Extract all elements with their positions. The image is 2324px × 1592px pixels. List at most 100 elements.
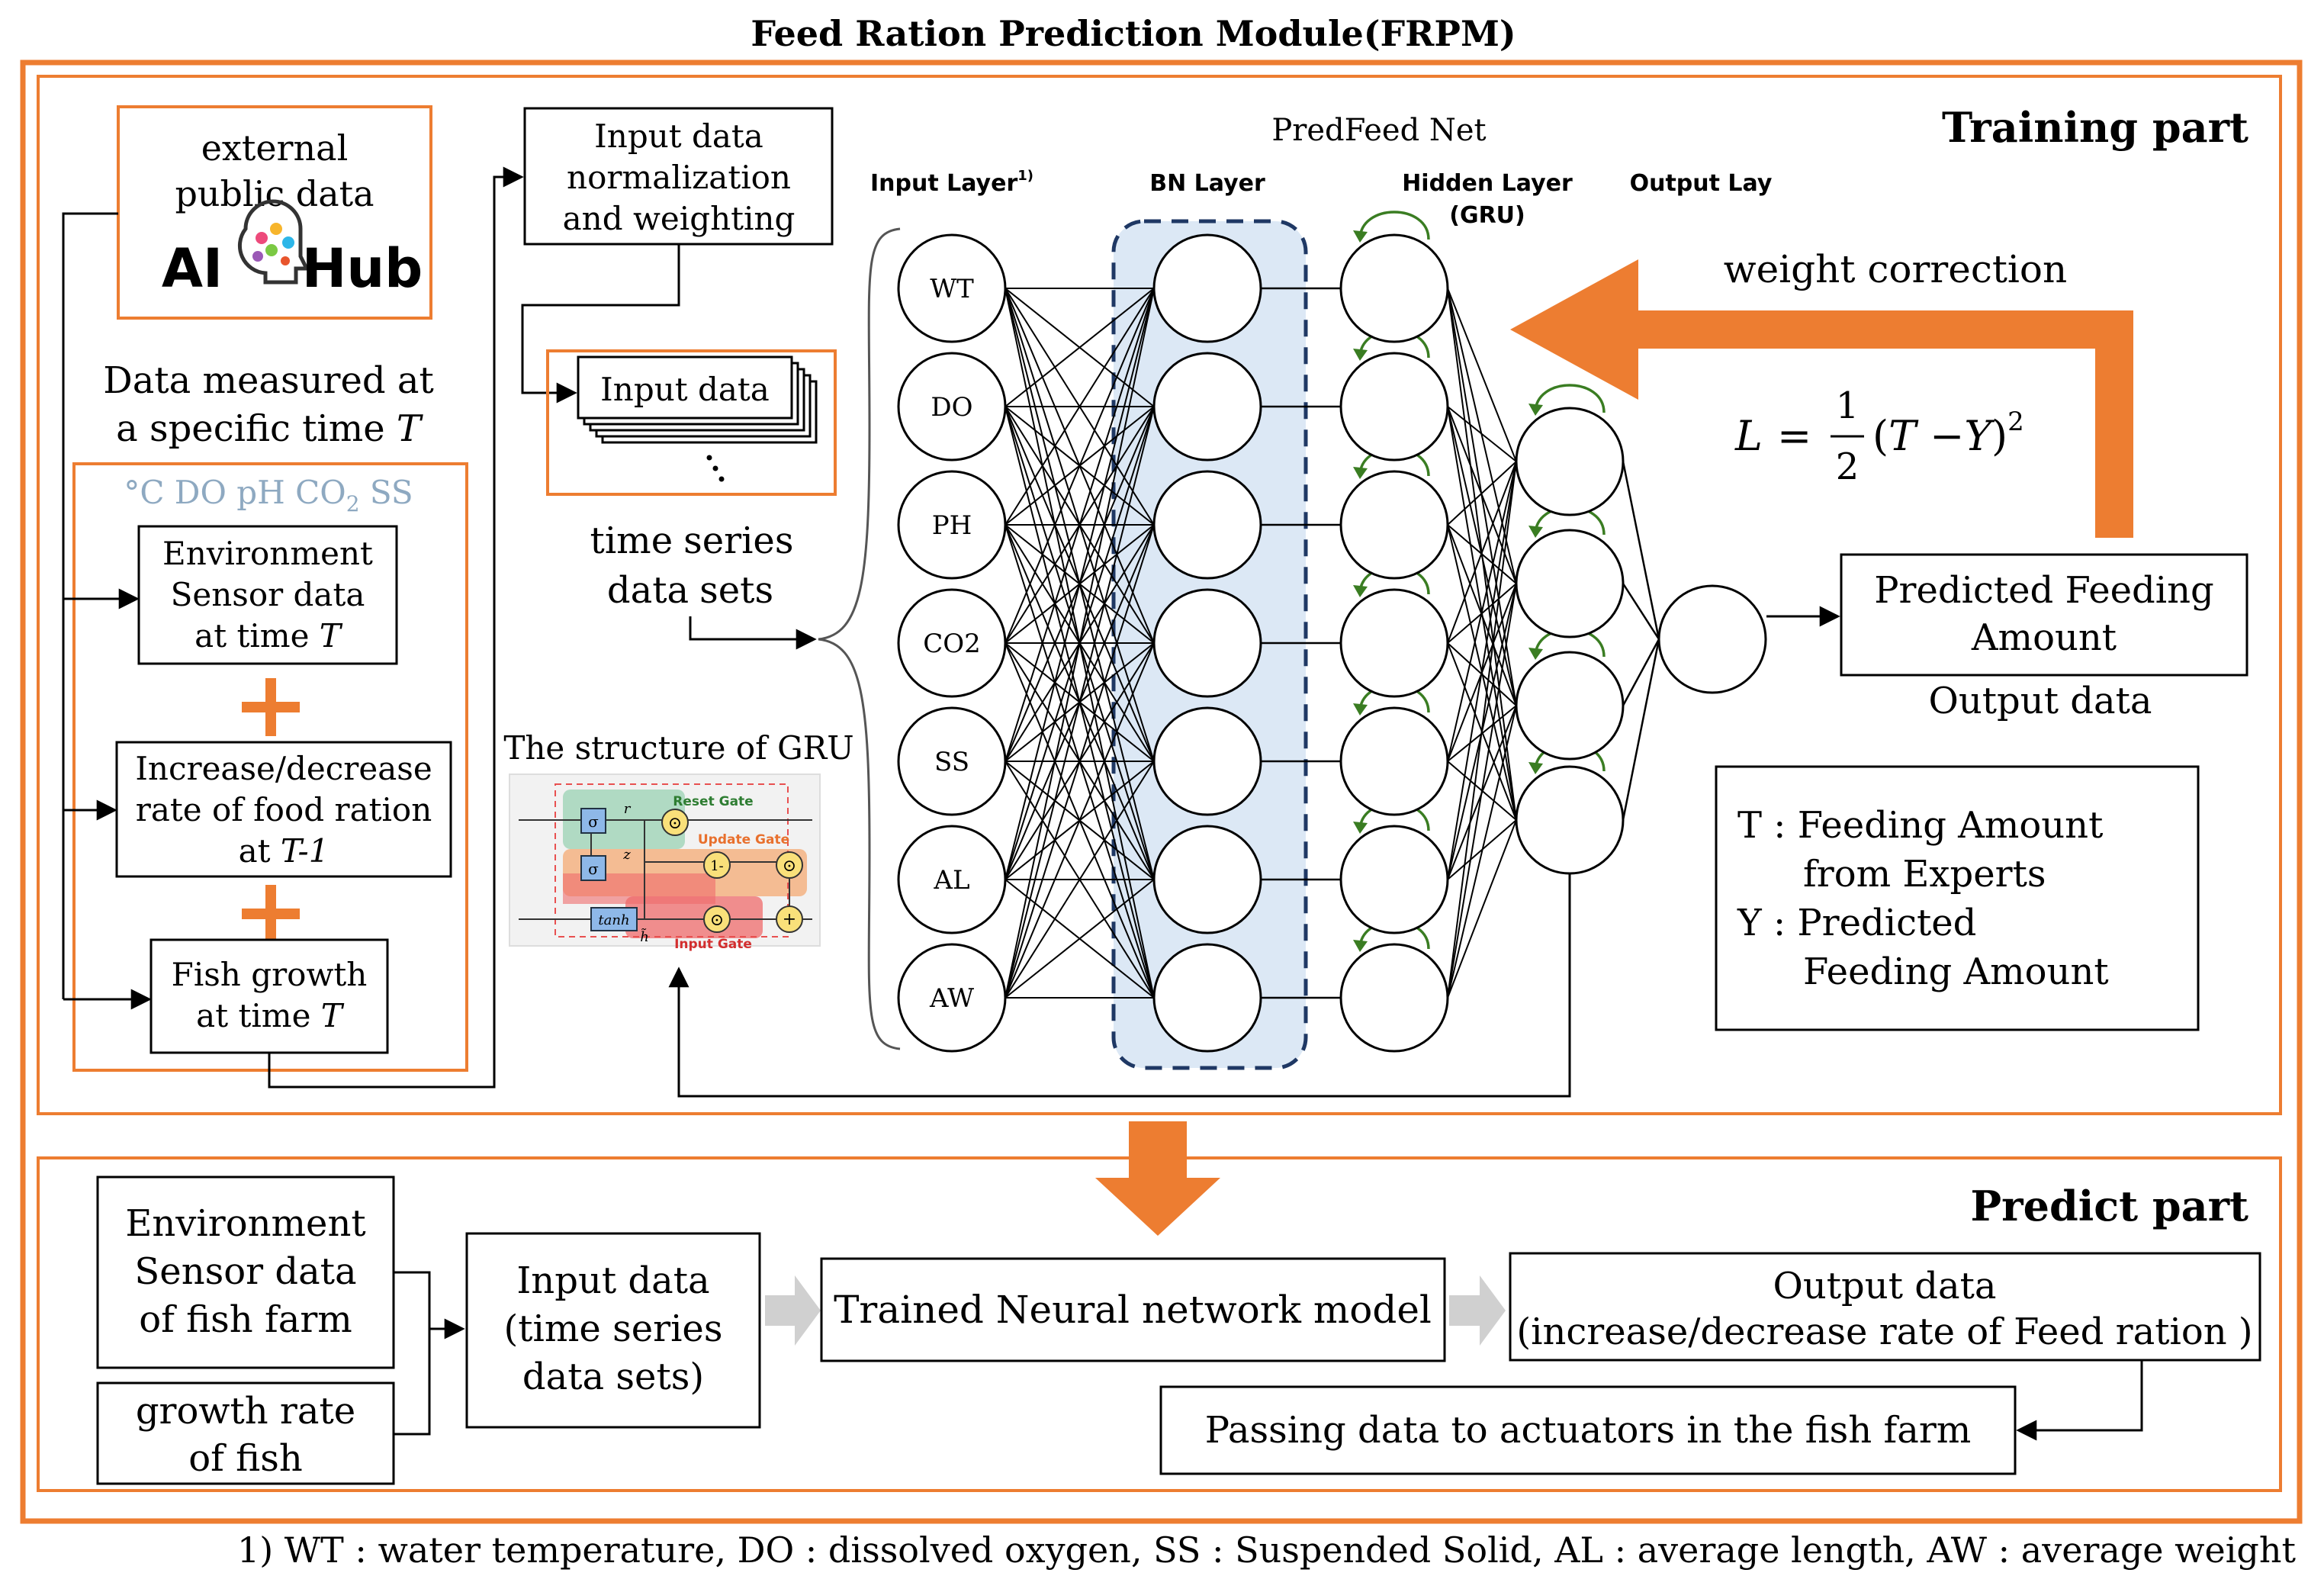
legend-t-line2: from Experts (1803, 853, 2046, 896)
growth-box (149, 938, 389, 1054)
passing-label: Passing data to actuators in the fish fa… (1205, 1409, 1972, 1452)
recurrent-arrowhead (1528, 526, 1543, 538)
gru-tanh-box (590, 907, 638, 931)
training-part-label: Training part (1942, 103, 2248, 152)
input-layer-label: Input Layer1) (870, 168, 1033, 197)
brain-icon (237, 199, 310, 285)
weight-correction-label: weight correction (1724, 247, 2067, 291)
net-edge (1004, 288, 1155, 644)
net-edge (1447, 461, 1517, 644)
gru-mult-symbol-1: ⊙ (668, 814, 682, 833)
series-to-net-connector (689, 616, 817, 650)
input-node-label: WT (930, 274, 974, 304)
net-edge (1004, 288, 1155, 880)
source-connectors (62, 166, 524, 1089)
recurrent-arrowhead (1353, 585, 1368, 597)
normalization-line1: Input data (594, 117, 763, 155)
gru-mult-node-3 (703, 905, 731, 933)
sensor-list: °C DO pH CO2 SS (124, 474, 413, 516)
predict-env-line3: of fish farm (139, 1298, 352, 1341)
input-data-stack (577, 355, 818, 444)
gru-reset-gate-label: Reset Gate (673, 794, 753, 809)
measured-line2: a specific time T (116, 407, 423, 450)
net-edge (1447, 461, 1517, 999)
hidden-layer-label-2: (GRU) (1449, 202, 1525, 229)
training-frame (37, 75, 2282, 1115)
gru-r-label: r (624, 801, 632, 817)
external-data-line2: public data (175, 173, 374, 214)
net-edge (1447, 461, 1517, 762)
predict-output-line2: (increase/decrease rate of Feed ration ) (1516, 1311, 2252, 1353)
input-node (897, 352, 1007, 462)
gru-node (1339, 706, 1449, 816)
predict-growth-box (96, 1381, 395, 1485)
rate-line1: Increase/decrease (135, 750, 432, 787)
gru-sigma-box-2 (580, 855, 606, 881)
predict-output-line1: Output data (1773, 1265, 1997, 1307)
predicted-line1: Predicted Feeding (1874, 569, 2214, 612)
net-edge (1004, 524, 1155, 999)
bn-node (1152, 233, 1262, 343)
recurrent-arrowhead (1528, 404, 1543, 416)
gru-node (1339, 352, 1449, 462)
input-node (897, 706, 1007, 816)
ai-hub-logo: AI Hub (162, 199, 423, 300)
recurrent-arrowhead (1353, 822, 1368, 834)
gru-input-gate-label: Input Gate (674, 937, 752, 952)
gru-node (1339, 470, 1449, 580)
predict-env-line1: Environment (125, 1202, 365, 1245)
weight-correction-arrow (1510, 259, 2133, 538)
net-edge (1004, 642, 1155, 999)
net-edge (1622, 638, 1660, 821)
net-edge (1004, 761, 1155, 999)
output-node (1657, 584, 1767, 694)
gru-htilde-label: h̃ (640, 928, 649, 945)
recurrent-arrowhead (1528, 648, 1543, 660)
rate-line2: rate of food ration (136, 791, 432, 828)
gru-node (1515, 529, 1625, 638)
rate-box (115, 741, 452, 878)
input-node-label: SS (934, 747, 969, 777)
growth-line1: Fish growth (172, 956, 368, 993)
ai-hub-logo-left: AI (162, 237, 223, 300)
footnote: 1) WT : water temperature, DO : dissolve… (237, 1529, 2297, 1571)
net-edge (1622, 583, 1660, 640)
net-edges (1004, 287, 1660, 999)
train-to-predict-arrow (1095, 1121, 1220, 1236)
bn-node (1152, 825, 1262, 934)
passing-box (1159, 1385, 2017, 1475)
gru-structure-image: Reset Gate Update Gate Input Gate σ r σ … (509, 773, 821, 952)
env-sensor-line3: at time T (194, 617, 343, 654)
gru-node (1339, 943, 1449, 1053)
net-edge (1447, 461, 1517, 526)
gru-tanh-label: tanh (598, 912, 629, 928)
gru-mult-symbol-2: ⊙ (783, 857, 796, 876)
input-data-group-box (546, 349, 837, 496)
plus-icon (242, 885, 300, 943)
net-edge (1447, 705, 1517, 999)
predict-input-line1: Input data (516, 1259, 709, 1302)
gru-node (1339, 588, 1449, 698)
gru-z-label: z (622, 847, 631, 863)
input-node (897, 470, 1007, 580)
gru-mult-node-1 (661, 809, 689, 836)
loss-formula: L = 1 2 (T−Y)2 (1734, 384, 2024, 488)
trained-model-box (820, 1257, 1446, 1362)
input-node-label: PH (932, 510, 972, 541)
gru-one-minus-symbol: 1- (710, 858, 724, 874)
loss-den: 2 (1836, 445, 1860, 488)
net-edge (1447, 583, 1517, 999)
net-edge (1447, 406, 1517, 462)
predict-part-label: Predict part (1971, 1182, 2249, 1230)
normalization-box (523, 107, 834, 246)
ellipsis-icon (706, 455, 725, 482)
input-node-label: AW (929, 983, 974, 1014)
bn-node (1152, 943, 1262, 1053)
gru-node (1339, 233, 1449, 343)
net-edge (1004, 288, 1155, 999)
predict-growth-line2: of fish (188, 1437, 302, 1480)
legend-t-line1: T : Feeding Amount (1737, 804, 2103, 847)
flow-arrow-icon (765, 1275, 821, 1346)
